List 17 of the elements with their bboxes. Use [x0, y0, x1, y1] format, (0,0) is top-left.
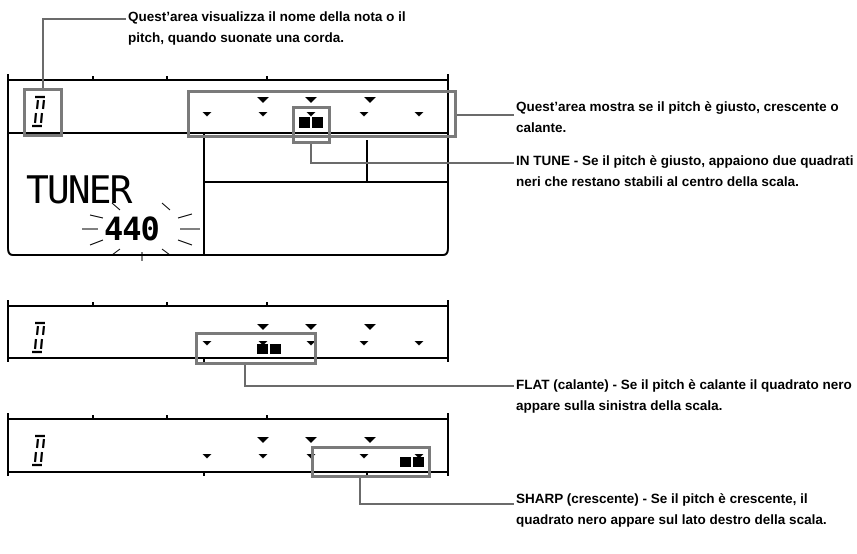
- mode-readout: TUNER: [26, 170, 130, 210]
- leader-line: [244, 365, 514, 387]
- callout-text: Quest’area mostra se il pitch è giusto, crescente o calante.: [516, 98, 840, 137]
- highlight-frame: [311, 446, 431, 478]
- highlight-frame: [187, 90, 457, 138]
- callout-text: FLAT (calante) - Se il pitch è calante il quadrato nero appare sulla sinistra della scala.: [516, 376, 853, 415]
- callout-text: SHARP (crescente) - Se il pitch è crescente, il quadrato nero appare sul lato destro della scala.: [516, 490, 828, 529]
- leader-line: [359, 478, 514, 505]
- highlight-frame: [292, 106, 331, 144]
- leader-line: [310, 144, 514, 164]
- frequency-readout: 440: [104, 212, 159, 246]
- callout-text: Quest’area visualizza il nome della nota o il pitch, quando suonate una corda.: [128, 8, 407, 47]
- leader-line: [42, 18, 126, 88]
- highlight-frame: [23, 88, 63, 137]
- callout-text: IN TUNE - Se il pitch è giusto, appaiono due quadrati neri che restano stabili al centro della scala.: [516, 152, 855, 191]
- highlight-frame: [195, 332, 317, 365]
- leader-line: [457, 114, 514, 116]
